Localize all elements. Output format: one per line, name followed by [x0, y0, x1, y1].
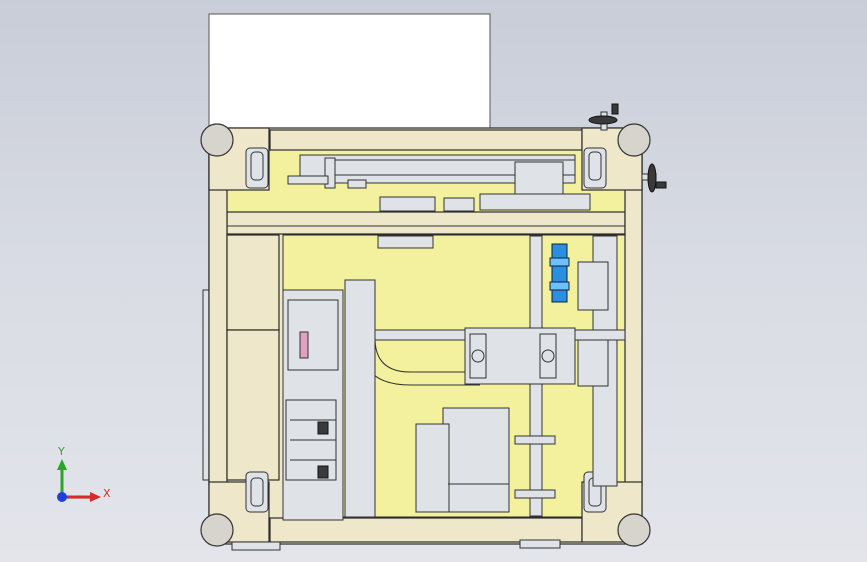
z-axis-dot	[57, 492, 67, 502]
left-column	[208, 149, 228, 486]
carriage	[464, 327, 576, 385]
bottom-foot-part	[519, 539, 561, 549]
upper-block	[379, 196, 436, 212]
bottom-clamp	[514, 489, 556, 499]
blue-sensor	[549, 243, 570, 303]
hand-wheel-right	[641, 163, 667, 193]
bottom-left-part	[231, 541, 281, 551]
upper-clamp	[443, 197, 475, 212]
hand-wheel-top	[588, 103, 619, 131]
mid-clamp	[514, 435, 556, 445]
upper-rail	[479, 193, 591, 211]
center-box	[415, 407, 510, 513]
middle-beam	[226, 211, 626, 235]
y-axis-arrow	[57, 459, 67, 470]
top-cylinder	[287, 154, 576, 195]
top-white-box	[208, 13, 491, 133]
y-axis-label: Y	[57, 445, 65, 458]
bottom-beam	[269, 517, 583, 543]
caster-tl	[245, 147, 269, 189]
right-column	[624, 149, 643, 486]
foot-tr	[617, 123, 651, 157]
lower-block	[377, 235, 434, 249]
caster-tr	[583, 147, 607, 189]
left-block	[226, 234, 280, 331]
foot-br	[617, 513, 651, 547]
foot-tl	[200, 123, 234, 157]
axis-triad: Y X	[57, 445, 111, 502]
left-mechanism	[282, 279, 376, 521]
left-lower-block	[226, 329, 280, 481]
x-axis-arrow	[90, 492, 101, 502]
caster-bl	[245, 471, 269, 513]
x-axis-label: X	[103, 487, 111, 500]
foot-bl	[200, 513, 234, 547]
top-beam	[269, 129, 583, 151]
vertical-slide	[529, 235, 618, 517]
